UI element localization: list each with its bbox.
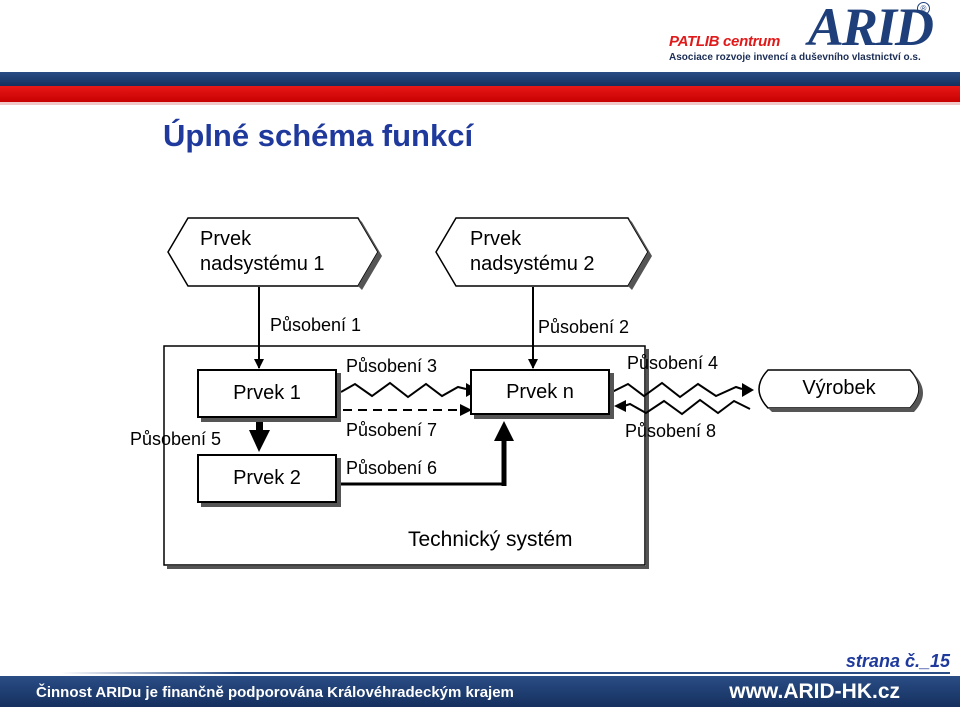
element-1-box: Prvek 1 xyxy=(197,369,337,418)
page-number: strana č._15 xyxy=(845,651,950,671)
footer-funding-text: Činnost ARIDu je finančně podporována Kr… xyxy=(36,684,514,701)
arid-logo: ARID xyxy=(808,0,934,57)
header-bar-shade xyxy=(0,102,960,105)
supersystem-1-text: Prvek nadsystému 1 xyxy=(200,227,325,277)
technical-system-label: Technický systém xyxy=(408,528,573,551)
supersystem-2-line2: nadsystému 2 xyxy=(470,253,595,275)
action-8-arrow xyxy=(623,398,751,416)
product-label: Výrobek xyxy=(802,377,876,399)
header-bar-red xyxy=(0,86,960,102)
action-5-label: Působení 5 xyxy=(130,429,222,449)
action-5-arrow xyxy=(249,430,270,452)
slide-title: Úplné schéma funkcí xyxy=(163,118,474,153)
action-3-arrow xyxy=(340,381,467,399)
registered-mark: ® xyxy=(917,2,930,15)
action-2-label: Působení 2 xyxy=(538,317,630,337)
action-1-label: Působení 1 xyxy=(270,315,362,335)
action-6-label: Působení 6 xyxy=(346,458,438,478)
action-7-label: Působení 7 xyxy=(346,420,438,440)
supersystem-1-line2: nadsystému 1 xyxy=(200,253,325,275)
action-3-label: Působení 3 xyxy=(346,356,438,376)
action-4-label: Působení 4 xyxy=(627,353,719,373)
header-bar-blue xyxy=(0,72,960,86)
supersystem-2-text: Prvek nadsystému 2 xyxy=(470,227,595,277)
footer-url[interactable]: www.ARID-HK.cz xyxy=(729,680,900,703)
supersystem-1-line1: Prvek xyxy=(200,228,252,250)
element-n-box: Prvek n xyxy=(470,369,610,415)
supersystem-2-line1: Prvek xyxy=(470,228,522,250)
patlib-logo-text: PATLIB centrum xyxy=(669,33,781,50)
footer-line xyxy=(60,672,950,674)
action-4-arrow xyxy=(611,381,743,399)
action-8-label: Působení 8 xyxy=(625,421,717,441)
element-2-box: Prvek 2 xyxy=(197,454,337,503)
arid-tagline: Asociace rozvoje invencí a duševního vla… xyxy=(669,52,921,63)
technical-system-boundary xyxy=(163,345,646,566)
footer-bar: Činnost ARIDu je finančně podporována Kr… xyxy=(0,676,960,707)
